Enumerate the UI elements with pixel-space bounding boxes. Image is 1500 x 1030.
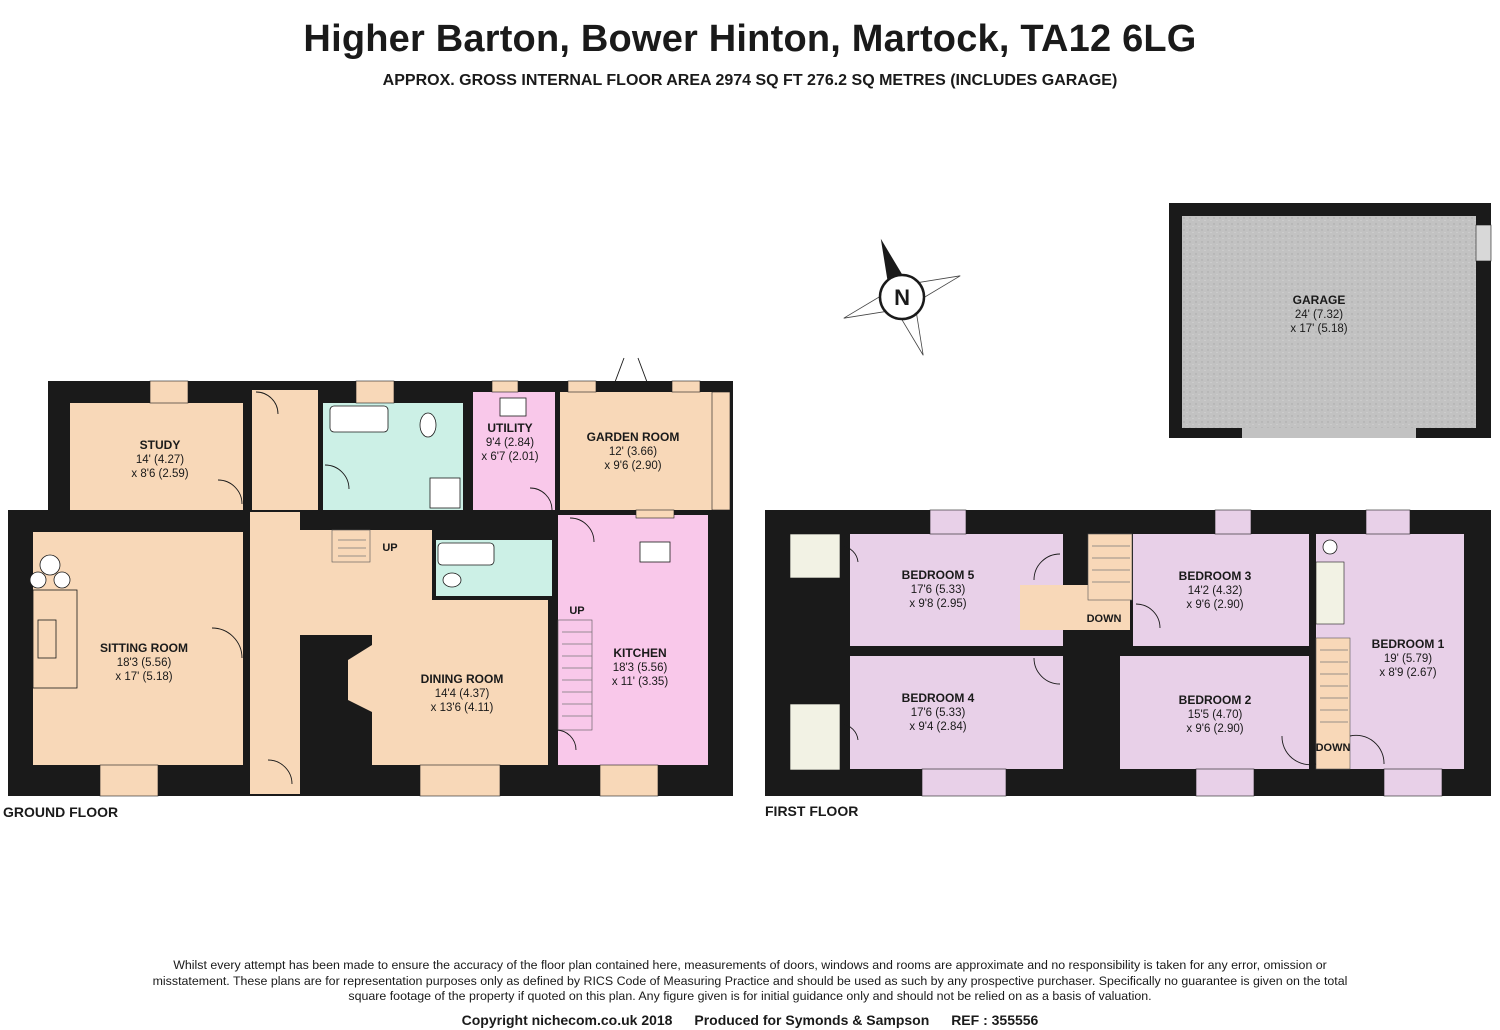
first-floor-label: FIRST FLOOR [765, 803, 859, 819]
sitting-room-dim1: 18'3 (5.56) [117, 657, 172, 669]
landing-stairs-down [1087, 533, 1133, 601]
plant-pot [53, 571, 71, 589]
garden-room-glazing [711, 391, 731, 511]
garage-floor [1182, 216, 1476, 428]
garage-plan: GARAGE 24' (7.32) x 17' (5.18) [1169, 203, 1492, 438]
compass-ring [878, 273, 926, 321]
cloakroom-wc [442, 572, 462, 588]
ground-door-swings [211, 357, 651, 785]
bedroom5-dim2: x 9'8 (2.95) [909, 598, 966, 610]
ground-floor-label: GROUND FLOOR [3, 804, 119, 820]
plant-pot [29, 571, 47, 589]
first-stair-treads [1092, 545, 1348, 723]
bedroom1-stairs-down-label: DOWN [1316, 742, 1351, 754]
bedroom4-dim1: 17'6 (5.33) [911, 707, 966, 719]
garden-room-area [560, 392, 712, 510]
bedroom5-name: BEDROOM 5 [902, 568, 975, 582]
hall-stairs-up-label: UP [382, 542, 397, 554]
bedroom3-dim1: 14'2 (4.32) [1188, 585, 1243, 597]
garage-dim2: x 17' (5.18) [1290, 323, 1347, 335]
bedroom1-basin [1322, 539, 1338, 555]
kitchen-stairs-up-label: UP [569, 605, 584, 617]
entrance-hall-area [250, 512, 300, 794]
sitting-room-name: SITTING ROOM [100, 641, 188, 655]
study-dim2: x 8'6 (2.59) [131, 468, 188, 480]
bedroom1-stairs-down [1315, 637, 1351, 770]
first-door-swings [841, 545, 1385, 766]
bedroom4-name: BEDROOM 4 [902, 691, 975, 705]
study-dim1: 14' (4.27) [136, 454, 184, 466]
ground-floor-plan [8, 357, 733, 797]
dining-room-name: DINING ROOM [421, 672, 504, 686]
shower-tray [429, 477, 461, 509]
bedroom4-dim2: x 9'4 (2.84) [909, 721, 966, 733]
bedroom2-dim1: 15'5 (4.70) [1188, 709, 1243, 721]
utility-dim1: 9'4 (2.84) [486, 437, 534, 449]
cloakroom-bath [437, 542, 495, 566]
hearth [37, 619, 57, 659]
bedroom2-area [1120, 656, 1309, 769]
bath-fixture [329, 405, 389, 433]
kitchen-dim1: 18'3 (5.56) [613, 662, 668, 674]
ground-stairs-up [331, 529, 371, 563]
bedroom3-name: BEDROOM 3 [1179, 569, 1252, 583]
bedroom1-dim2: x 8'9 (2.67) [1379, 667, 1436, 679]
bedroom3-dim2: x 9'6 (2.90) [1186, 599, 1243, 611]
bedroom3-area [1133, 534, 1309, 646]
utility-name: UTILITY [487, 421, 532, 435]
garage-door-opening [1242, 428, 1416, 438]
garden-room-name: GARDEN ROOM [587, 430, 680, 444]
plant-pot [39, 554, 61, 576]
dining-room-dim2: x 13'6 (4.11) [431, 702, 494, 714]
floor-area-subtitle: APPROX. GROSS INTERNAL FLOOR AREA 2974 S… [382, 72, 1118, 89]
page-title: Higher Barton, Bower Hinton, Martock, TA… [303, 18, 1197, 60]
compass: N [843, 238, 961, 356]
compass-label: N [894, 285, 910, 310]
landing-stairs-down-label: DOWN [1087, 613, 1122, 625]
bedroom4-cupboard [789, 703, 841, 771]
garden-room-dim1: 12' (3.66) [609, 446, 657, 458]
bedroom2-name: BEDROOM 2 [1179, 693, 1252, 707]
reference-text: REF : 355556 [951, 1012, 1039, 1028]
stair-treads [338, 539, 592, 717]
bedroom1-dim1: 19' (5.79) [1384, 653, 1432, 665]
dining-room-area [348, 600, 548, 765]
bedroom2-dim2: x 9'6 (2.90) [1186, 723, 1243, 735]
kitchen-name: KITCHEN [613, 646, 666, 660]
garage-name: GARAGE [1293, 293, 1346, 307]
first-floor-labels: BEDROOM 5 17'6 (5.33) x 9'8 (2.95) BEDRO… [902, 568, 1445, 754]
first-floor-windows [921, 509, 1443, 797]
bedroom1-name: BEDROOM 1 [1372, 637, 1445, 651]
utility-dim2: x 6'7 (2.01) [481, 451, 538, 463]
kitchen-stairs-up [557, 619, 593, 731]
bedroom4-area [850, 656, 1063, 769]
ground-windows [99, 380, 701, 797]
kitchen-dim2: x 11' (3.35) [612, 676, 668, 688]
study-area [70, 403, 243, 510]
copyright-line: Copyright nichecom.co.uk 2018 Produced f… [0, 1012, 1500, 1028]
bedroom1-wardrobe [1315, 561, 1345, 625]
bedroom5-dim1: 17'6 (5.33) [911, 584, 966, 596]
disclaimer-text: Whilst every attempt has been made to en… [152, 958, 1348, 1003]
study-name: STUDY [140, 438, 181, 452]
rear-hall-area [252, 390, 318, 510]
dining-room-dim1: 14'4 (4.37) [435, 688, 490, 700]
kitchen-sink [639, 541, 671, 563]
utility-sink [499, 397, 527, 417]
bedroom5-cupboard [789, 533, 841, 579]
garage-dim1: 24' (7.32) [1295, 309, 1343, 321]
fireplace [32, 589, 78, 689]
produced-for-text: Produced for Symonds & Sampson [694, 1012, 930, 1028]
sitting-room-dim2: x 17' (5.18) [115, 671, 172, 683]
ground-floor-labels: STUDY 14' (4.27) x 8'6 (2.59) UTILITY 9'… [100, 421, 679, 714]
garden-room-dim2: x 9'6 (2.90) [604, 460, 661, 472]
first-floor-plan [765, 509, 1491, 797]
wc-fixture [419, 412, 437, 438]
copyright-text: Copyright nichecom.co.uk 2018 [461, 1012, 673, 1028]
garage-window [1475, 224, 1492, 262]
